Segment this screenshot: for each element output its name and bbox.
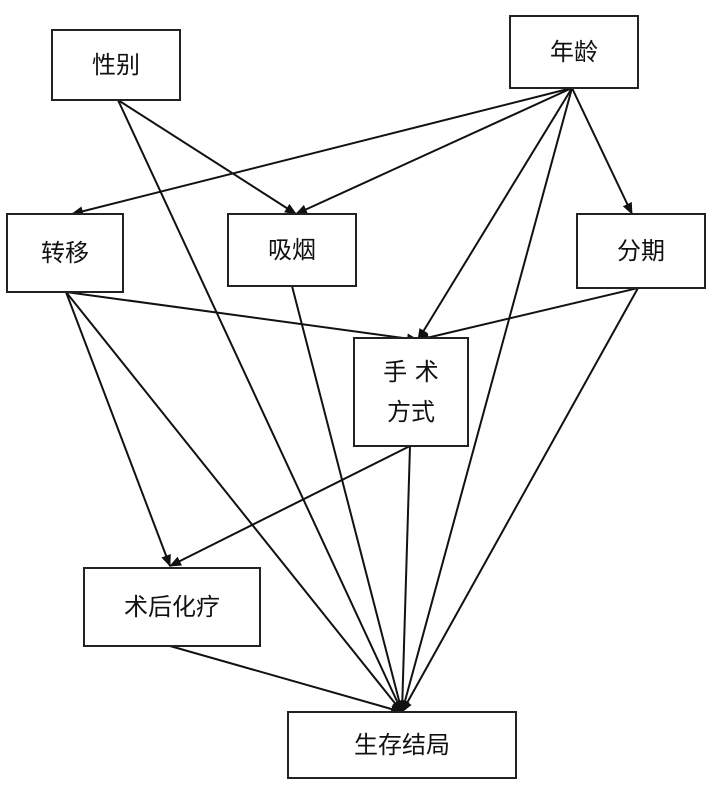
node-label: 手 术 <box>383 358 439 386</box>
edge-surgery-to-outcome <box>397 445 411 713</box>
node-label: 吸烟 <box>268 236 316 264</box>
node-box <box>6 213 124 293</box>
node-label: 性别 <box>92 51 140 79</box>
edge-gender-to-outcome <box>117 99 403 713</box>
edge-stage-to-outcome <box>401 287 639 713</box>
node-box <box>509 15 639 89</box>
node-box <box>287 711 517 779</box>
edge-smoking-to-outcome <box>291 285 405 713</box>
edge-chemo-to-outcome <box>169 645 403 714</box>
edge-age-to-smoking <box>295 87 573 215</box>
edge-age-to-surgery <box>417 87 573 341</box>
edge-age-to-metastasis <box>71 87 573 217</box>
node-smoking: 吸烟 <box>227 213 357 287</box>
node-label: 术后化疗 <box>124 593 220 621</box>
edge-gender-to-smoking <box>117 99 297 215</box>
node-label: 方式 <box>387 398 435 426</box>
node-box <box>227 213 357 287</box>
node-surgery: 手 术方式 <box>353 337 469 447</box>
node-gender: 性别 <box>51 29 181 101</box>
edge-stage-to-surgery <box>417 287 639 343</box>
edge-metastasis-to-chemo <box>65 291 171 567</box>
node-label: 转移 <box>41 239 89 267</box>
edge-age-to-outcome <box>400 87 573 713</box>
node-label: 分期 <box>617 237 665 265</box>
edges-layer <box>65 87 639 714</box>
edge-metastasis-to-surgery <box>65 291 419 344</box>
node-box <box>353 337 469 447</box>
node-metastasis: 转移 <box>6 213 124 293</box>
node-label: 生存结局 <box>354 731 450 759</box>
node-box <box>51 29 181 101</box>
node-chemo: 术后化疗 <box>83 567 261 647</box>
node-box <box>83 567 261 647</box>
edge-age-to-stage <box>571 87 633 215</box>
node-outcome: 生存结局 <box>287 711 517 779</box>
edge-surgery-to-chemo <box>169 445 411 567</box>
node-label: 年龄 <box>550 38 598 66</box>
edge-metastasis-to-outcome <box>65 291 403 713</box>
node-box <box>576 213 706 289</box>
node-stage: 分期 <box>576 213 706 289</box>
node-age: 年龄 <box>509 15 639 89</box>
